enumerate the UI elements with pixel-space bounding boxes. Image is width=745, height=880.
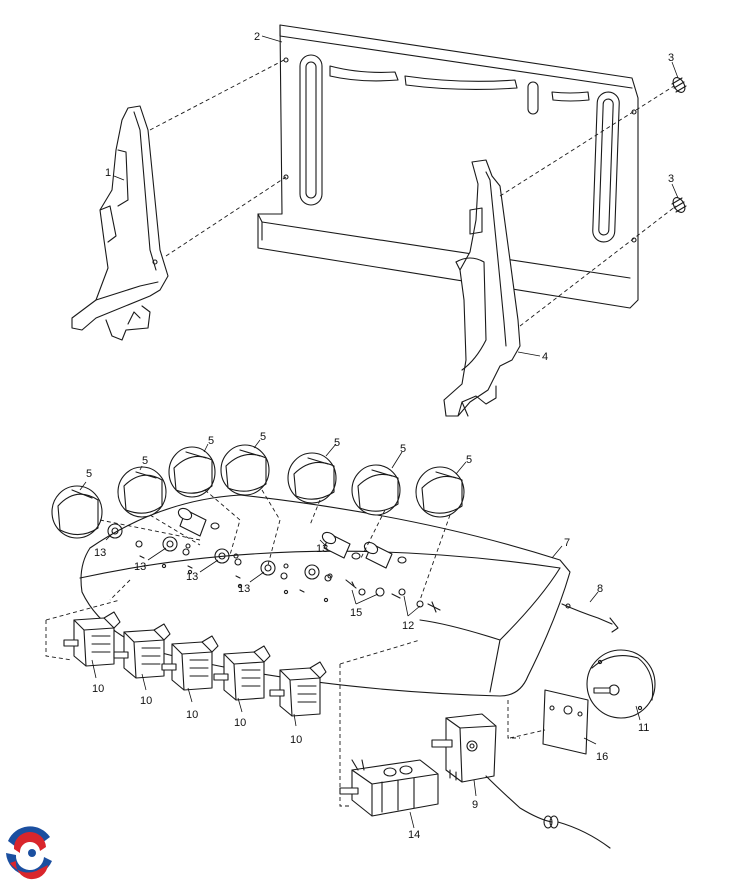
left-side-bracket — [71, 105, 169, 341]
callout-labels: 2 1 3 3 4 5 5 5 5 5 5 5 7 8 13 13 13 13 — [79, 31, 679, 841]
callout-5-d: 5 — [260, 431, 266, 443]
mounting-plate — [509, 689, 589, 755]
energy-regulators — [45, 599, 327, 717]
timer-clock — [586, 649, 656, 719]
callout-10-c: 10 — [186, 709, 198, 721]
callout-13-e: 13 — [316, 543, 328, 555]
knob-assembly-lines — [99, 489, 451, 601]
knob-3 — [168, 446, 216, 498]
brand-logo — [4, 825, 56, 880]
callout-10-b: 10 — [140, 695, 152, 707]
callout-8: 8 — [597, 583, 603, 595]
knob-4 — [220, 444, 270, 496]
callout-14: 14 — [408, 829, 420, 841]
back-panel — [257, 24, 639, 309]
callout-13-b: 13 — [134, 561, 146, 573]
small-screws — [345, 579, 441, 613]
upper-assembly-lines — [149, 59, 677, 327]
screw-upper — [671, 77, 687, 93]
callout-5-f: 5 — [400, 443, 406, 455]
callout-5-e: 5 — [334, 437, 340, 449]
knob-7 — [415, 466, 465, 518]
callout-5-c: 5 — [208, 435, 214, 447]
thermostat — [431, 713, 611, 849]
callout-12: 12 — [402, 620, 414, 632]
right-side-bracket — [443, 159, 521, 417]
knob-1 — [51, 485, 103, 539]
thermostat-assembly — [339, 639, 611, 849]
knob-6 — [351, 464, 401, 516]
callout-3-upper: 3 — [668, 52, 674, 64]
callout-13-c: 13 — [186, 571, 198, 583]
knob-2 — [117, 466, 167, 518]
callout-15: 15 — [350, 607, 362, 619]
callout-5-g: 5 — [466, 454, 472, 466]
spacer-tubes — [177, 507, 407, 569]
callout-10-d: 10 — [234, 717, 246, 729]
thermocouple-wire — [561, 603, 619, 633]
callout-10-a: 10 — [92, 683, 104, 695]
screw-lower — [671, 197, 687, 213]
knob-5 — [287, 452, 337, 504]
callout-1: 1 — [105, 167, 111, 179]
callout-4: 4 — [542, 351, 548, 363]
callout-9: 9 — [472, 799, 478, 811]
callout-2: 2 — [254, 31, 260, 43]
callout-11: 11 — [638, 722, 649, 734]
callout-5-a: 5 — [86, 468, 92, 480]
callout-13-a: 13 — [94, 547, 106, 559]
callout-16: 16 — [596, 751, 608, 763]
callout-7: 7 — [564, 537, 570, 549]
callout-10-e: 10 — [290, 734, 302, 746]
callout-5-b: 5 — [142, 455, 148, 467]
nuts-washers — [107, 523, 332, 593]
callout-13-d: 13 — [238, 583, 250, 595]
callout-3-lower: 3 — [668, 173, 674, 185]
switch-block — [339, 759, 439, 817]
